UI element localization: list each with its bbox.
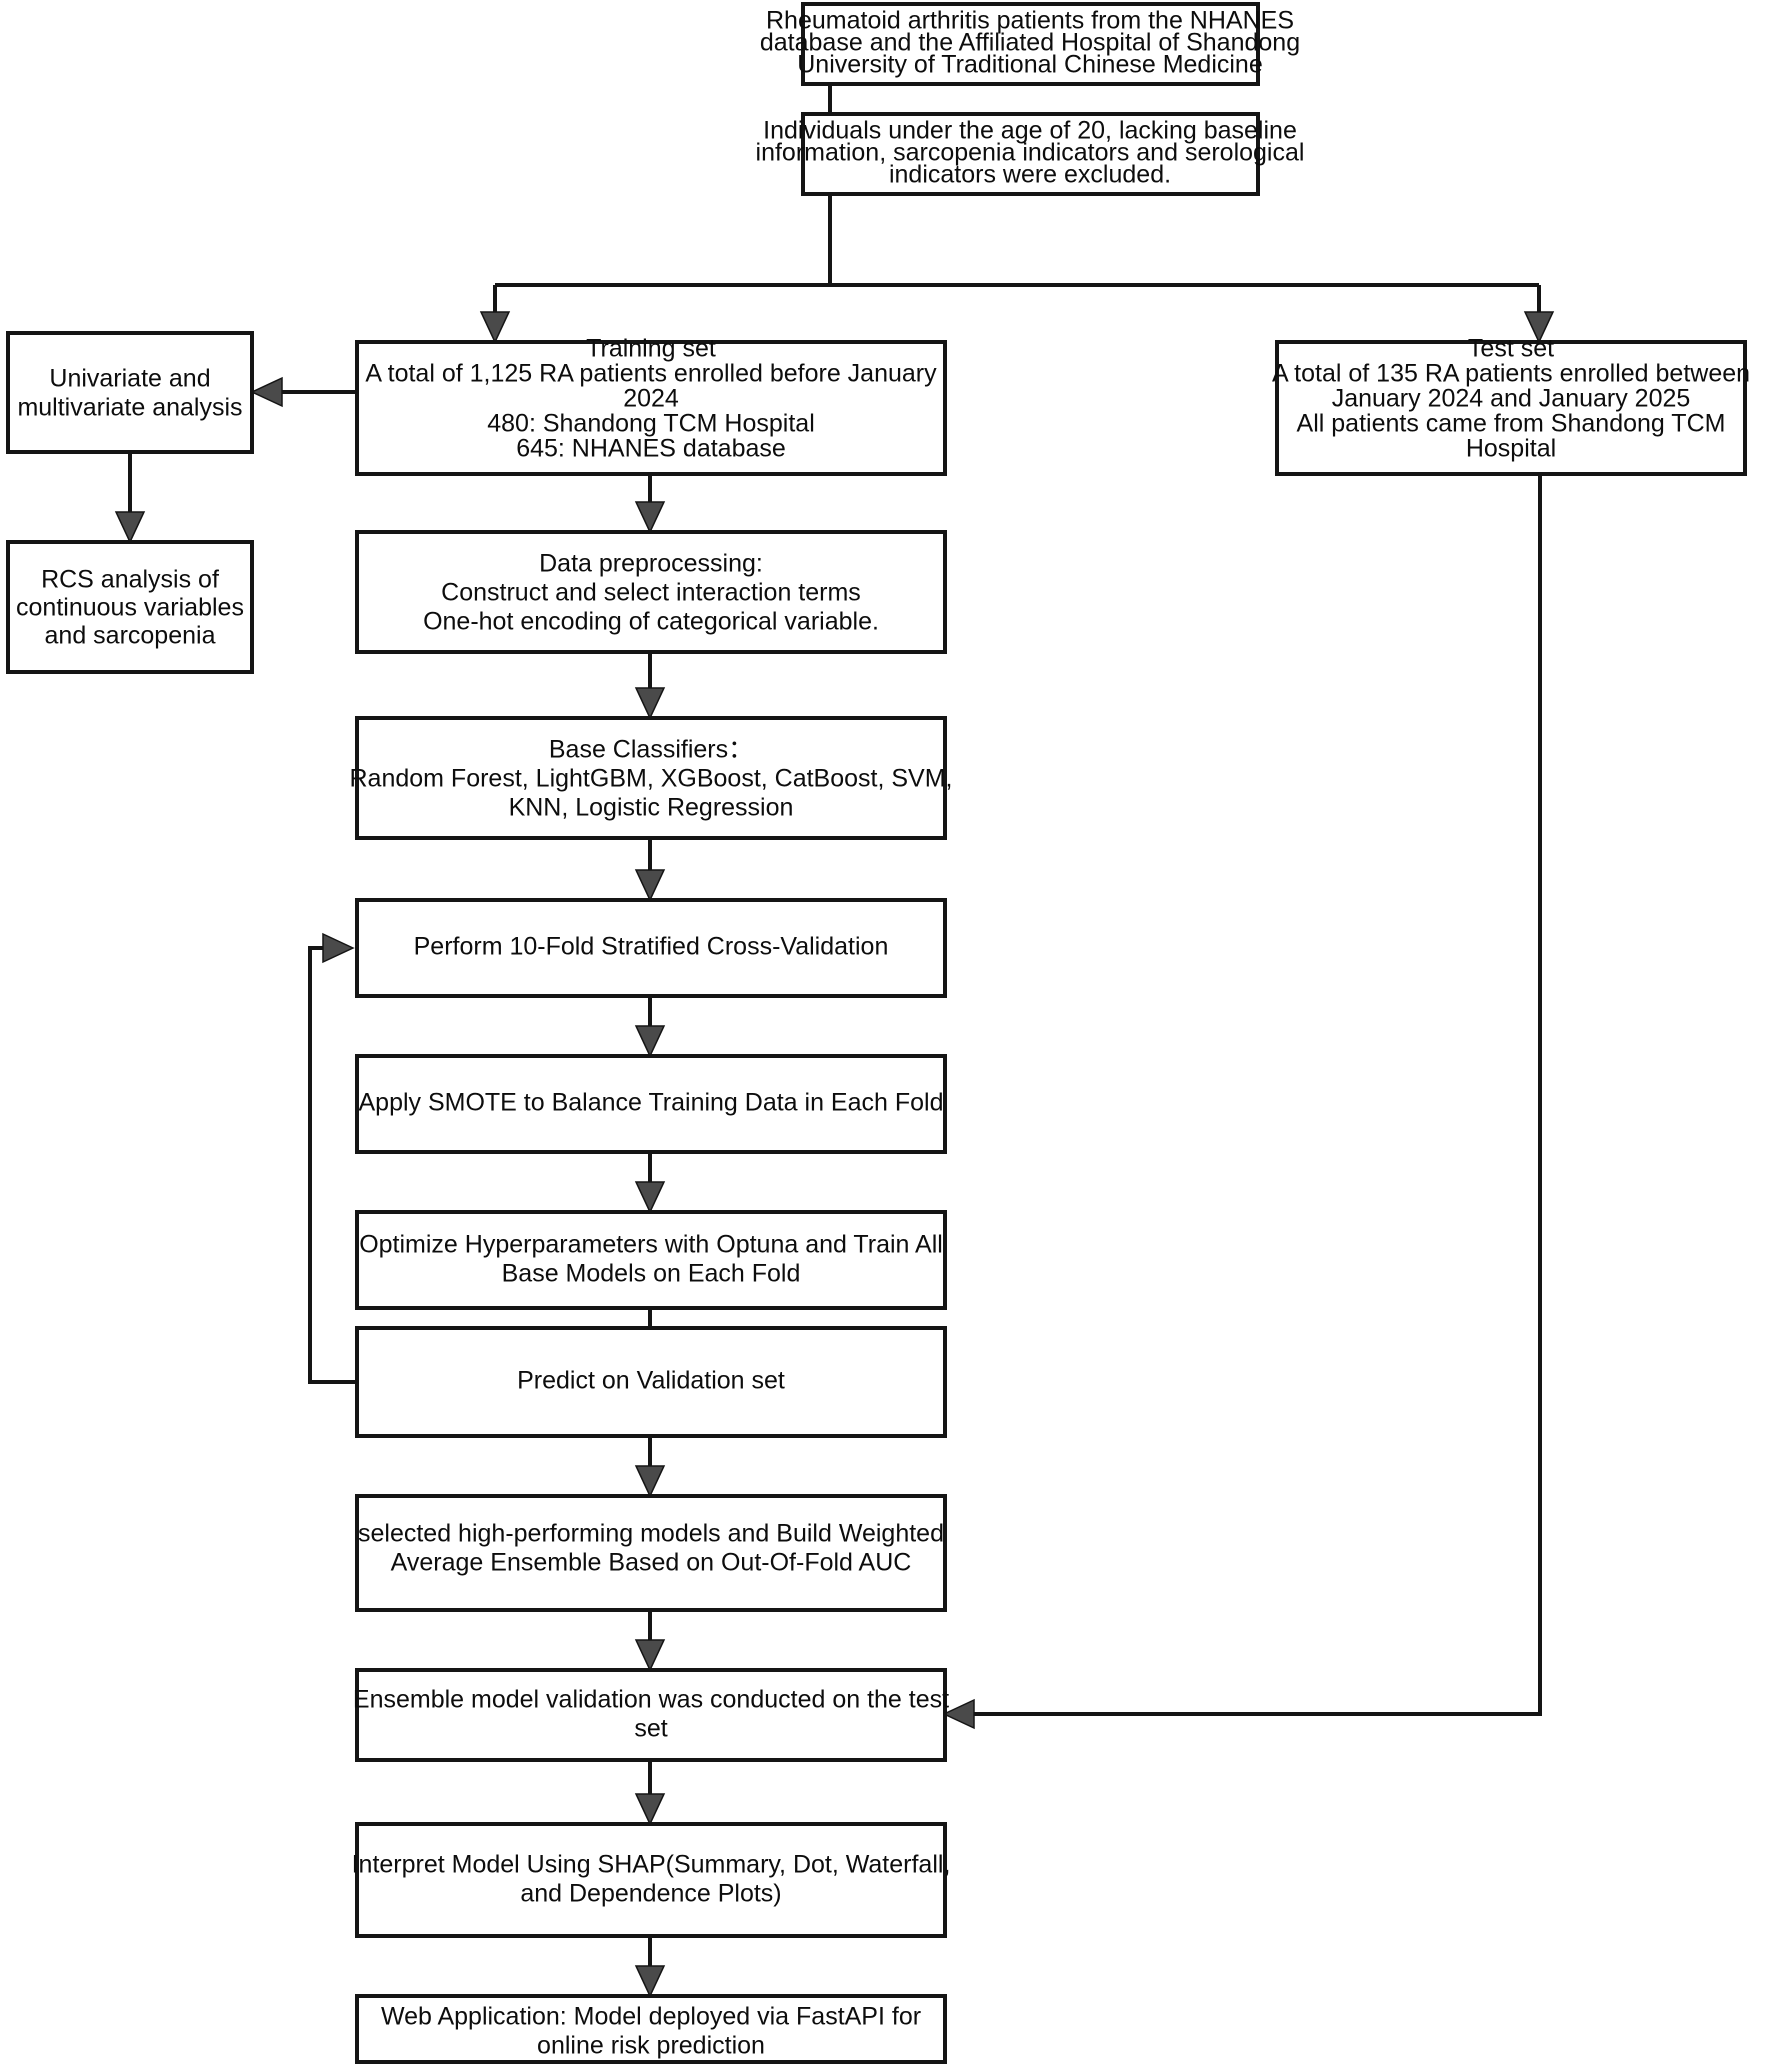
- node-classifiers-line-2: Random Forest, LightGBM, XGBoost, CatBoo…: [349, 765, 952, 793]
- node-preprocessing-line-3: One-hot encoding of categorical variable…: [423, 608, 879, 636]
- node-training-set-line-1: Training set: [586, 335, 716, 363]
- node-exclusion-line-1: Individuals under the age of 20, lacking…: [763, 117, 1297, 145]
- node-rcs-line-2: continuous variables: [16, 594, 244, 622]
- node-predict-line-1: Predict on Validation set: [517, 1367, 785, 1395]
- node-shap-interpretation[interactable]: Interpret Model Using SHAP(Summary, Dot,…: [352, 1822, 951, 1938]
- edge-ensemble-to-validation: [634, 1610, 666, 1672]
- node-ensemble-validation[interactable]: Ensemble model validation was conducted …: [353, 1668, 949, 1762]
- connector-layer: [114, 84, 1555, 1998]
- node-classifiers-line-1: Base Classifiers：: [549, 736, 753, 764]
- edge-smote-to-optuna: [634, 1152, 666, 1214]
- node-univariate-line-1: Univariate and: [49, 365, 210, 393]
- node-test-set-line-4: All patients came from Shandong TCM: [1297, 410, 1726, 438]
- edge-exclusion-split: [479, 194, 1555, 344]
- node-training-set-line-2: A total of 1,125 RA patients enrolled be…: [365, 360, 937, 388]
- node-rcs-line-1: RCS analysis of: [41, 566, 219, 594]
- node-data-preprocessing[interactable]: Data preprocessing: Construct and select…: [355, 530, 947, 654]
- node-exclusion[interactable]: Individuals under the age of 20, lacking…: [756, 112, 1305, 196]
- node-web-application[interactable]: Web Application: Model deployed via Fast…: [355, 1994, 947, 2064]
- node-univariate-analysis[interactable]: Univariate and multivariate analysis: [6, 331, 254, 454]
- node-optuna-line-1: Optimize Hyperparameters with Optuna and…: [359, 1231, 943, 1259]
- node-test-set-line-5: Hospital: [1466, 435, 1556, 463]
- node-ensemble-validation-line-2: set: [634, 1715, 667, 1743]
- edge-testset-to-ensemble-validation: [942, 474, 1542, 1730]
- edge-training-to-preprocessing: [634, 474, 666, 534]
- node-preprocessing-line-2: Construct and select interaction terms: [441, 579, 861, 607]
- node-test-set[interactable]: Test set A total of 135 RA patients enro…: [1272, 335, 1750, 476]
- node-preprocessing-line-1: Data preprocessing:: [539, 550, 763, 578]
- node-shap-line-1: Interpret Model Using SHAP(Summary, Dot,…: [352, 1851, 951, 1879]
- node-predict-validation[interactable]: Predict on Validation set: [355, 1326, 947, 1438]
- edge-univariate-to-rcs: [114, 452, 146, 544]
- node-training-set-line-4: 480: Shandong TCM Hospital: [487, 410, 815, 438]
- node-shap-line-2: and Dependence Plots): [520, 1880, 781, 1908]
- edge-preprocessing-to-classifiers: [634, 652, 666, 720]
- node-source-line-1: Rheumatoid arthritis patients from the N…: [766, 7, 1294, 35]
- node-classifiers-line-3: KNN, Logistic Regression: [509, 794, 794, 822]
- node-rcs-analysis[interactable]: RCS analysis of continuous variables and…: [6, 540, 254, 674]
- node-source-line-3: University of Traditional Chinese Medici…: [797, 51, 1263, 79]
- node-cross-validation[interactable]: Perform 10-Fold Stratified Cross-Validat…: [355, 898, 947, 998]
- node-optimize-hyperparameters[interactable]: Optimize Hyperparameters with Optuna and…: [355, 1210, 947, 1310]
- node-ensemble-build-line-2: Average Ensemble Based on Out-Of-Fold AU…: [391, 1549, 912, 1577]
- edge-training-to-univariate: [250, 376, 357, 408]
- node-rcs-line-3: and sarcopenia: [45, 622, 216, 650]
- node-training-set-line-3: 2024: [623, 385, 679, 413]
- node-smote[interactable]: Apply SMOTE to Balance Training Data in …: [355, 1054, 947, 1154]
- node-ensemble-validation-line-1: Ensemble model validation was conducted …: [353, 1686, 949, 1714]
- edge-validation-to-shap: [634, 1760, 666, 1826]
- node-exclusion-line-2: information, sarcopenia indicators and s…: [756, 139, 1305, 167]
- node-source[interactable]: Rheumatoid arthritis patients from the N…: [760, 2, 1300, 86]
- edge-classifiers-to-crossval: [634, 838, 666, 902]
- node-test-set-line-3: January 2024 and January 2025: [1332, 385, 1691, 413]
- node-base-classifiers[interactable]: Base Classifiers： Random Forest, LightGB…: [349, 716, 953, 840]
- node-exclusion-line-3: indicators were excluded.: [889, 161, 1171, 189]
- edge-crossval-to-smote: [634, 996, 666, 1058]
- node-univariate-line-2: multivariate analysis: [17, 394, 242, 422]
- node-smote-line-1: Apply SMOTE to Balance Training Data in …: [358, 1089, 943, 1117]
- edge-predict-to-ensemble: [634, 1436, 666, 1498]
- node-test-set-line-2: A total of 135 RA patients enrolled betw…: [1272, 360, 1750, 388]
- node-test-set-line-1: Test set: [1468, 335, 1554, 363]
- edge-shap-to-webapp: [634, 1936, 666, 1998]
- node-training-set[interactable]: Training set A total of 1,125 RA patient…: [355, 335, 947, 476]
- node-optuna-line-2: Base Models on Each Fold: [502, 1260, 801, 1288]
- node-webapp-line-2: online risk prediction: [537, 2032, 765, 2060]
- node-training-set-line-5: 645: NHANES database: [516, 435, 786, 463]
- node-ensemble-build-line-1: selected high-performing models and Buil…: [358, 1520, 944, 1548]
- node-source-line-2: database and the Affiliated Hospital of …: [760, 29, 1300, 57]
- node-webapp-line-1: Web Application: Model deployed via Fast…: [381, 2003, 921, 2031]
- node-crossval-line-1: Perform 10-Fold Stratified Cross-Validat…: [414, 933, 889, 961]
- edge-loopback-predict-to-crossval: [308, 932, 357, 1384]
- node-build-ensemble[interactable]: selected high-performing models and Buil…: [355, 1494, 947, 1612]
